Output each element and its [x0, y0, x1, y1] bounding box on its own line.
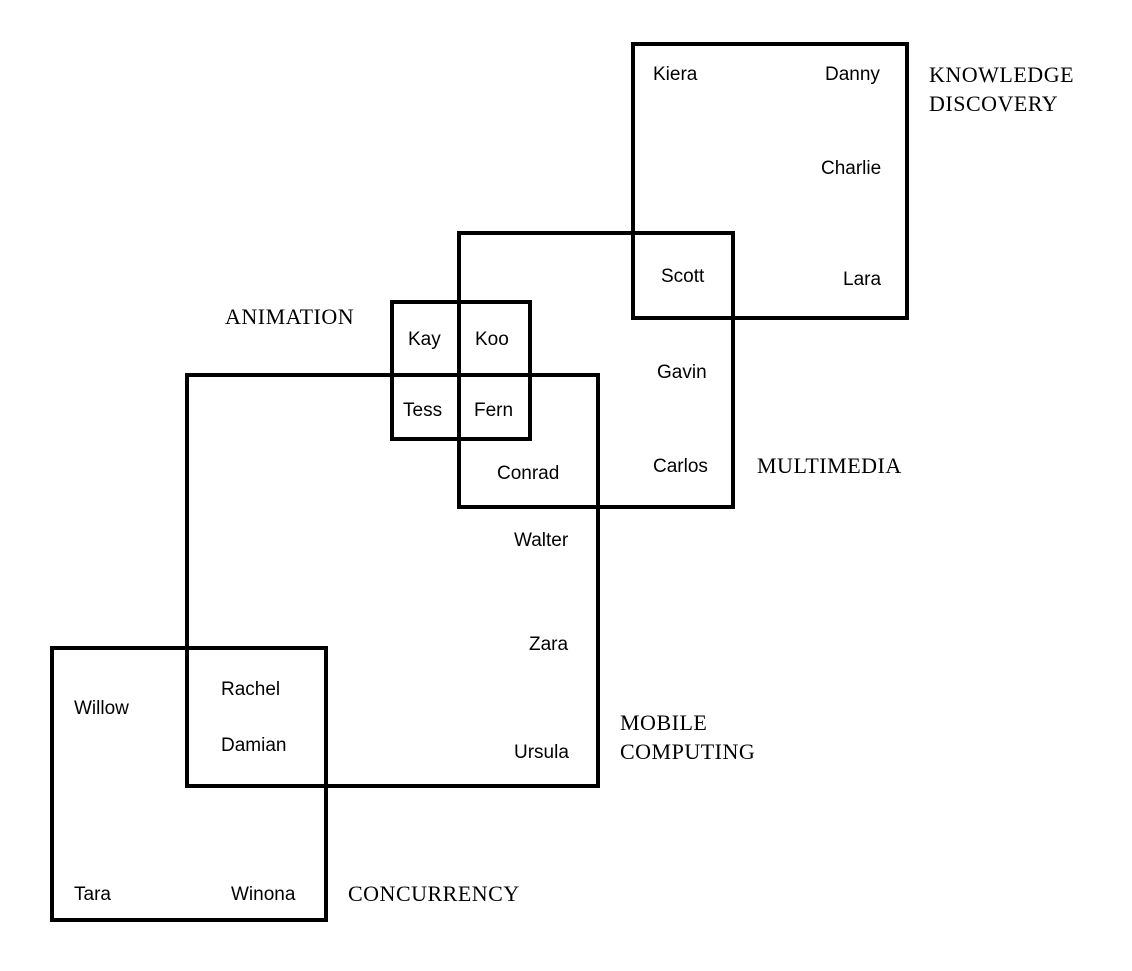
- person-danny: Danny: [825, 64, 880, 85]
- person-lara: Lara: [843, 269, 882, 290]
- concurrency-label: CONCURRENCY: [348, 881, 520, 906]
- concurrency-box: [50, 646, 328, 922]
- person-conrad: Conrad: [497, 463, 560, 484]
- mobile-computing-box: [185, 373, 600, 788]
- knowledge-discovery-label: KNOWLEDGE DISCOVERY: [929, 62, 1075, 116]
- person-koo: Koo: [475, 329, 509, 350]
- multimedia-label: MULTIMEDIA: [757, 453, 902, 478]
- animation-box: [390, 300, 532, 441]
- person-damian: Damian: [221, 735, 287, 756]
- person-rachel: Rachel: [221, 679, 281, 700]
- person-scott: Scott: [661, 266, 705, 287]
- person-gavin: Gavin: [657, 362, 707, 383]
- knowledge-discovery-box: [631, 42, 909, 320]
- person-charlie: Charlie: [821, 158, 882, 179]
- person-tara: Tara: [74, 884, 111, 905]
- person-willow: Willow: [74, 698, 129, 719]
- person-fern: Fern: [474, 400, 514, 421]
- person-kay: Kay: [408, 329, 441, 350]
- person-winona: Winona: [231, 884, 296, 905]
- person-ursula: Ursula: [514, 742, 569, 763]
- animation-label: ANIMATION: [225, 304, 355, 329]
- mobile-computing-label: MOBILE COMPUTING: [620, 710, 756, 764]
- person-carlos: Carlos: [653, 456, 708, 477]
- person-walter: Walter: [514, 530, 569, 551]
- person-tess: Tess: [403, 400, 443, 421]
- person-zara: Zara: [529, 634, 569, 655]
- person-kiera: Kiera: [653, 64, 698, 85]
